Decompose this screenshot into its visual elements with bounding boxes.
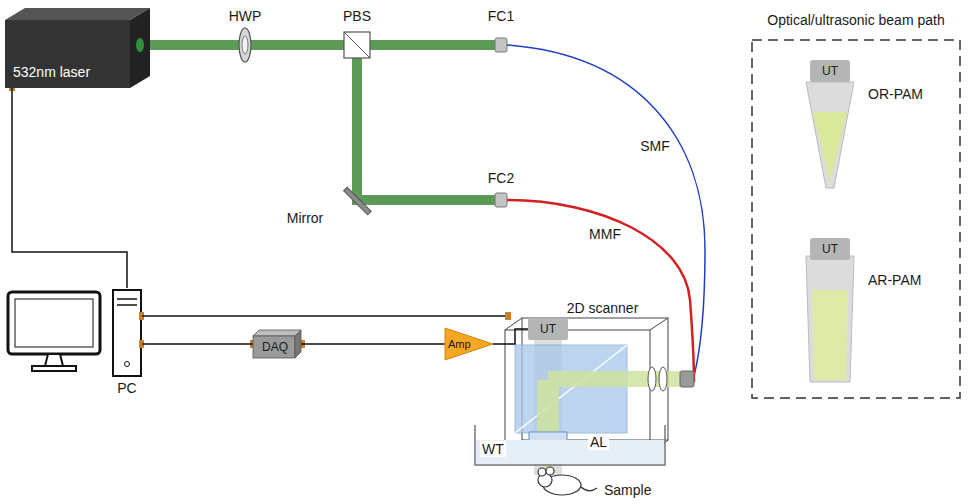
ultrasound-transducer: UT: [528, 318, 568, 340]
beam-splitter-cube: [344, 32, 370, 58]
node-text: 532nm laser: [13, 64, 90, 80]
water-tank: [475, 425, 665, 465]
part-label: FC1: [486, 8, 516, 24]
beam-path-panel: Optical/ultrasonic beam pathUT UT: [748, 4, 964, 402]
part-label: HWP: [227, 8, 264, 24]
or-pam-beam: [806, 82, 854, 188]
ultrasound-transducer: UT: [810, 60, 850, 82]
part-label: Mirror: [285, 210, 326, 226]
node-text: 2D scanner: [567, 300, 639, 316]
part-label: Sample: [602, 482, 653, 498]
daq-box: DAQ: [253, 330, 301, 358]
part-label: PBS: [341, 8, 373, 24]
ultrasound-transducer: UT: [810, 238, 850, 260]
mouse-sample: [538, 467, 597, 495]
node-text: UT: [540, 321, 556, 337]
part-label: FC2: [486, 170, 516, 186]
node-text: UT: [822, 241, 838, 257]
node-text: Optical/ultrasonic beam path: [767, 12, 944, 28]
signal-wire: [301, 343, 445, 345]
signal-wire: [142, 315, 505, 317]
signal-wire: [142, 343, 253, 345]
beam-combiner-prism: [515, 345, 627, 433]
computer-node: PC: [112, 288, 142, 398]
part-label: AR-PAM: [866, 272, 923, 288]
beam-path-panel-shape: [748, 4, 964, 402]
amplifier: Amp: [445, 328, 493, 360]
node-text: UT: [822, 63, 838, 79]
part-label: WT: [480, 441, 506, 457]
part-label: AL: [588, 434, 609, 450]
ar-pam-beam: [806, 256, 854, 382]
part-label: MMF: [587, 226, 623, 242]
laser-beam: [150, 45, 495, 200]
cable-connector: [9, 86, 511, 348]
node-text: DAQ: [262, 339, 288, 355]
part-label: OR-PAM: [866, 86, 925, 102]
single-mode-fiber: [507, 45, 705, 376]
signal-wire: [493, 329, 528, 344]
collimator-lenses: [648, 367, 694, 391]
computer: [8, 290, 141, 376]
half-wave-plate: [239, 28, 251, 62]
part-label: SMF: [638, 138, 672, 154]
laser-source: 532nm laser: [5, 8, 150, 88]
node-text: Amp: [448, 336, 471, 352]
node-text: PC: [117, 380, 136, 396]
mirror: [344, 187, 372, 215]
signal-wire: [12, 88, 127, 288]
